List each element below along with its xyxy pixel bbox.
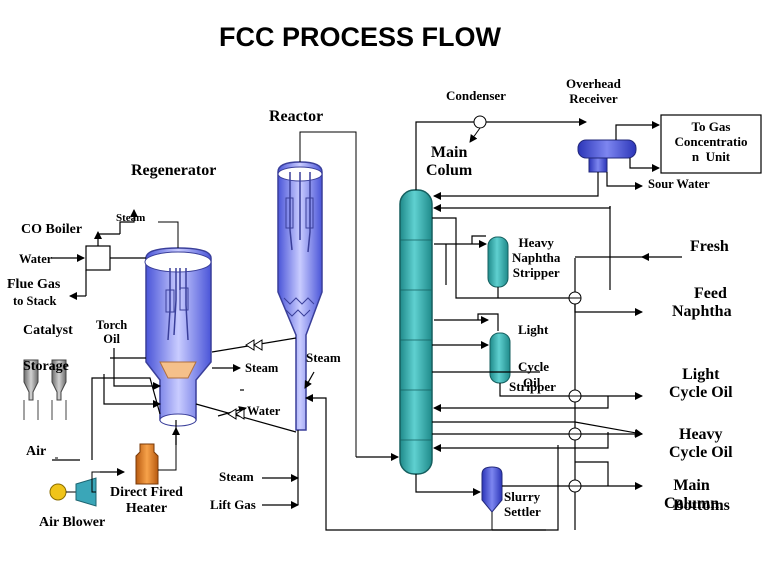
slurry-settler-label: Slurry Settler bbox=[504, 489, 541, 519]
torch-oil-label: Torch Oil bbox=[96, 318, 128, 347]
storage-label: Storage bbox=[23, 359, 69, 374]
catalyst-label: Catalyst bbox=[23, 323, 73, 338]
direct-fired-heater-label: Direct Fired Heater bbox=[110, 485, 183, 517]
regenerator-steam-label: Steam bbox=[245, 361, 279, 375]
regenerator-piping bbox=[52, 209, 315, 509]
lift-gas-label: Lift Gas bbox=[210, 497, 256, 512]
lco-stripper-oil-label: Oil bbox=[523, 375, 541, 390]
lco-stripper-cycle-label: Cycle bbox=[518, 359, 550, 374]
co-boiler-label: CO Boiler bbox=[21, 222, 83, 237]
fresh-feed-label: Fresh bbox=[690, 238, 729, 255]
main-column-bottoms-label-b: Bottoms bbox=[673, 497, 730, 514]
air-blower-label: Air Blower bbox=[39, 515, 106, 530]
sour-water-label: Sour Water bbox=[648, 177, 710, 191]
reactor-label: Reactor bbox=[269, 108, 324, 125]
regenerator-label: Regenerator bbox=[131, 162, 217, 179]
main-column-vessel bbox=[399, 189, 433, 475]
to-stack-label: to Stack bbox=[13, 294, 57, 308]
slurry-settler-vessel bbox=[481, 466, 503, 530]
condenser-valve bbox=[469, 115, 487, 143]
light-cycle-oil-label: Light Cycle Oil bbox=[669, 366, 733, 402]
gas-concentration-unit-box bbox=[660, 114, 762, 174]
main-column-label: Main Colum bbox=[426, 144, 473, 180]
flue-gas-label: Flue Gas bbox=[7, 277, 61, 292]
overhead-receiver-vessel bbox=[577, 139, 637, 173]
reactor-vessel bbox=[277, 131, 357, 457]
regenerator-water-label: Water bbox=[247, 404, 281, 418]
pump-icons bbox=[568, 291, 582, 493]
co-boiler-water-label: Water bbox=[19, 252, 53, 266]
air-blower-icon bbox=[49, 471, 100, 507]
condenser-label: Condenser bbox=[446, 88, 506, 103]
regenerator-vessel bbox=[144, 221, 212, 427]
main-column-piping bbox=[305, 118, 682, 531]
slide-valves bbox=[227, 339, 263, 420]
page-title: FCC PROCESS FLOW bbox=[219, 22, 501, 52]
co-boiler-steam-label: Steam bbox=[116, 212, 146, 224]
naphtha-label: Naphtha bbox=[672, 303, 732, 320]
direct-fired-heater-icon bbox=[135, 443, 177, 485]
riser-steam-label: Steam bbox=[306, 350, 341, 365]
catalyst-storage-hopper-icon bbox=[23, 359, 67, 420]
heavy-cycle-oil-label: Heavy Cycle Oil bbox=[669, 426, 733, 462]
light-cycle-oil-stripper-vessel bbox=[489, 332, 511, 384]
main-column-bottoms-label-a: Main Column bbox=[664, 477, 720, 513]
air-label: Air bbox=[26, 444, 47, 459]
lift-steam-label: Steam bbox=[219, 469, 254, 484]
lco-stripper-stripper-label: Stripper bbox=[509, 379, 556, 394]
overhead-receiver-label: Overhead Receiver bbox=[566, 76, 621, 106]
heavy-naphtha-stripper-vessel bbox=[487, 236, 509, 288]
feed-label: Feed bbox=[694, 285, 727, 302]
heavy-naphtha-stripper-label: Heavy Naphtha Stripper bbox=[512, 235, 561, 280]
gas-concentration-unit-label: To Gas Concentratio n Unit bbox=[674, 119, 748, 164]
lco-stripper-light-label: Light bbox=[518, 322, 549, 337]
